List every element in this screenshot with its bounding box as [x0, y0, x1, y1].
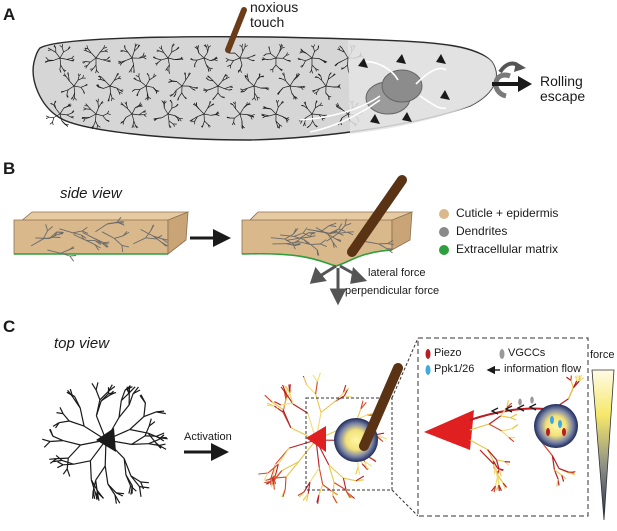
ppk-marker — [425, 365, 431, 375]
legend-swatch-dendrites — [439, 227, 449, 237]
legend-label-cuticle: Cuticle + epidermis — [456, 206, 559, 220]
epidermis-slab-right — [241, 211, 413, 267]
inset-information-flow — [490, 403, 537, 415]
legend-swatch-ecm — [439, 245, 449, 255]
force-gradient-bar — [591, 369, 615, 521]
zoom-line-top — [391, 337, 419, 399]
top-view-label: top view — [54, 335, 110, 352]
vgcc-marker — [499, 349, 505, 359]
panel-label-c: C — [3, 317, 16, 336]
legend-label-information-flow: information flow — [504, 363, 582, 375]
rolling-escape-label: Rolling escape — [540, 73, 586, 104]
rolling-escape-icon — [492, 61, 532, 99]
legend-label-dendrites: Dendrites — [456, 224, 508, 238]
noxious-probe-a — [225, 7, 247, 53]
nerve-lines — [299, 60, 447, 133]
legend-label-ppk: Ppk1/26 — [434, 363, 475, 375]
activation-label: Activation — [184, 431, 232, 443]
larva-dendrite-tiling — [44, 43, 364, 130]
neuron-before-activation — [42, 382, 168, 504]
legend-label-ecm: Extracellular matrix — [456, 242, 559, 256]
legend-swatch-cuticle — [439, 209, 449, 219]
panel-label-b: B — [3, 159, 16, 178]
panel-label-a: A — [3, 5, 16, 24]
force-arrows-b — [309, 264, 368, 306]
inset-dendrites — [469, 374, 585, 493]
noxious-probe-b — [347, 175, 407, 257]
epidermis-slab-left — [13, 211, 189, 262]
legend-label-piezo: Piezo — [434, 347, 462, 359]
noxious-probe-c — [359, 363, 403, 451]
side-view-label: side view — [60, 185, 122, 202]
neuron-soma-right — [306, 426, 326, 452]
neuron-after-activation — [258, 372, 387, 504]
lateral-force-label: lateral force — [368, 267, 426, 279]
piezo-marker — [425, 349, 431, 359]
panel-b — [13, 175, 449, 306]
inset-soma — [424, 410, 474, 450]
zoom-region-box — [305, 397, 393, 491]
perpendicular-force-label: perpendicular force — [345, 285, 440, 297]
head-triangles — [358, 54, 450, 124]
legend-label-vgcc: VGCCs — [508, 347, 546, 359]
brain-lobe-2 — [381, 69, 423, 103]
neuron-soma-left — [96, 428, 116, 452]
panel-c — [42, 337, 615, 521]
inset-channels — [518, 396, 566, 436]
force-label: force — [590, 349, 615, 361]
zoom-line-bottom — [391, 489, 419, 517]
inset-probe-glow — [534, 404, 578, 448]
noxious-touch-label: noxious touch — [250, 0, 299, 30]
panel-a — [32, 7, 532, 141]
